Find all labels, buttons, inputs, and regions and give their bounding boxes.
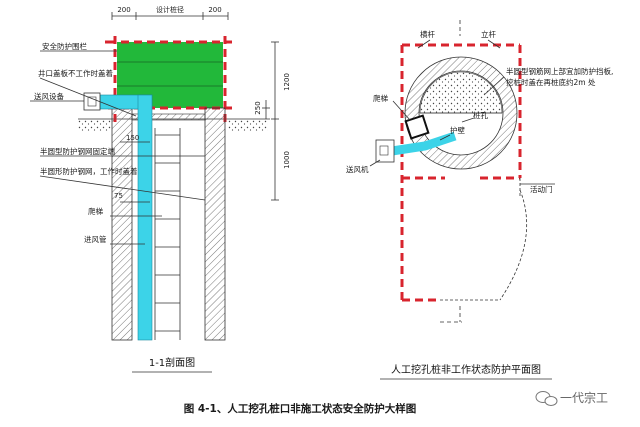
label-mesh-fixed: 半圆型防护钢网固定端 (40, 146, 115, 156)
label-pile-hole: 桩孔 (473, 110, 488, 120)
dim-150: 150 (126, 134, 139, 142)
label-door: 活动门 (530, 184, 553, 194)
label-guard-wall: 护壁 (450, 125, 465, 135)
well-wall-left (111, 107, 133, 341)
dim-1200: 1200 (283, 73, 291, 91)
label-plan-blower: 送风机 (346, 164, 369, 174)
label-guardrail: 安全防护围栏 (42, 41, 87, 51)
label-air-duct: 进风管 (84, 234, 107, 244)
top-dimension: 200 设计桩径 200 (111, 5, 229, 20)
movable-door (440, 178, 528, 301)
caption-plan: 人工挖孔桩非工作状态防护平面图 (391, 363, 541, 376)
cover-plate (131, 113, 206, 121)
caption-section: 1-1剖面图 (149, 356, 195, 369)
label-upright: 立杆 (481, 29, 496, 39)
plan-guardrail (400, 43, 522, 302)
semicircle-mesh (419, 71, 503, 114)
dim-top-2: 设计桩径 (156, 5, 184, 14)
dim-top-1: 200 (117, 6, 130, 14)
figure-title: 图 4-1、人工挖孔桩口非施工状态安全防护大样图 (184, 402, 417, 415)
label-blower: 送风设备 (34, 91, 64, 101)
label-cover-plate: 井口盖板不工作时盖着 (38, 68, 113, 78)
label-plan-ladder: 爬梯 (373, 93, 388, 103)
label-mesh-cover: 半圆形防护钢网，工作时盖着 (40, 166, 138, 176)
watermark-text: 一代宗工 (560, 390, 608, 405)
blower-box (83, 92, 101, 111)
section-view: 200 设计桩径 200 (30, 5, 291, 373)
wechat-icon (535, 391, 558, 406)
label-mesh-note-1: 半圆型钢筋网上部宜加防护挡板, (506, 66, 613, 76)
ladder (154, 128, 181, 340)
ground-soil-left (78, 119, 112, 131)
plan-ladder-box (404, 114, 430, 140)
label-mesh-note-2: 挖桩时盖在再桩底约2m 处 (506, 77, 596, 87)
plan-leaders (369, 39, 555, 185)
plan-air-duct (391, 131, 457, 156)
watermark: 一代宗工 (535, 390, 608, 406)
plan-blower (375, 139, 395, 163)
well-wall-right (204, 107, 226, 341)
dim-top-3: 200 (208, 6, 221, 14)
label-ladder: 爬梯 (88, 206, 103, 216)
label-rail-post: 横杆 (420, 29, 435, 39)
dim-250: 250 (254, 101, 262, 114)
right-dimension: 1200 250 1000 (254, 41, 291, 201)
dim-1000: 1000 (283, 151, 291, 169)
leader-lines (30, 50, 206, 245)
ground-soil-right (228, 119, 268, 131)
dim-75: 75 (114, 192, 123, 200)
plan-view: 横杆 立杆 半圆型钢筋网上部宜加防护挡板, 挖桩时盖在再桩底约2m 处 爬梯 桩… (346, 20, 613, 380)
